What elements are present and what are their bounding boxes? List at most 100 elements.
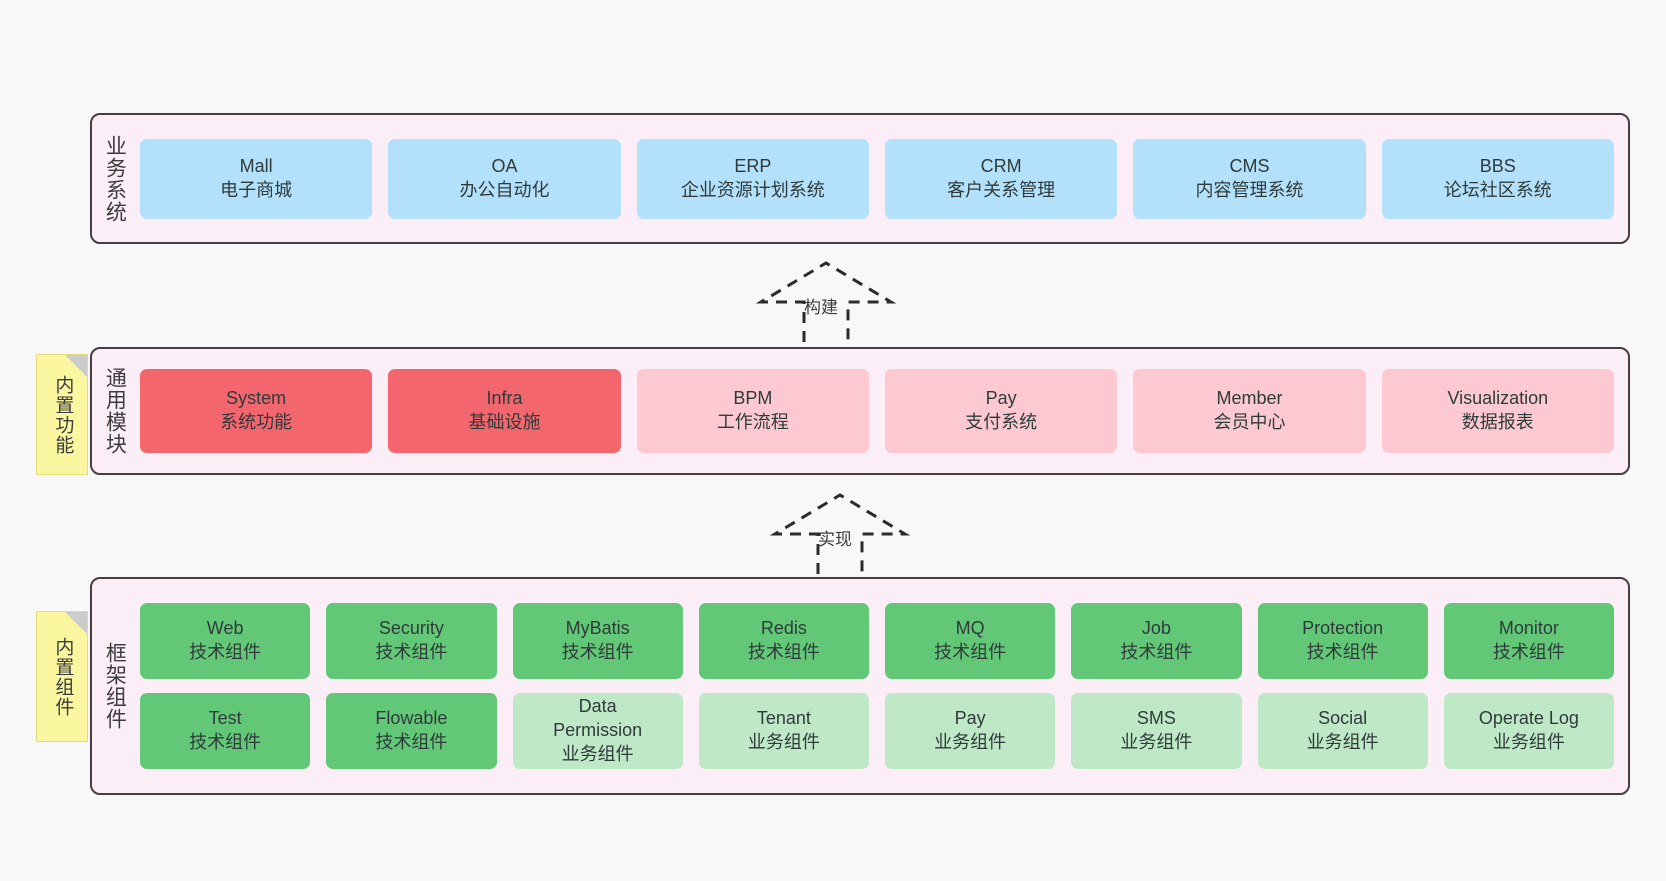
card-title-en: BPM bbox=[733, 388, 773, 409]
card-title-cn: 办公自动化 bbox=[459, 179, 550, 200]
layer-common-modules: 通用模块 System 系统功能 Infra 基础设施 BPM 工作流程 Pay… bbox=[90, 347, 1630, 475]
card-security[interactable]: Security 技术组件 bbox=[326, 603, 497, 679]
card-title-en: Test bbox=[208, 708, 242, 729]
card-title-en: Member bbox=[1216, 388, 1283, 409]
layer-business-systems: 业务系统 Mall 电子商城 OA 办公自动化 ERP 企业资源计划系统 CRM… bbox=[90, 113, 1630, 244]
card-title-cn: 技术组件 bbox=[561, 642, 634, 662]
card-title-cn: 业务组件 bbox=[934, 732, 1007, 752]
card-title-cn: 技术组件 bbox=[1120, 642, 1193, 662]
layer-framework-components: 框架组件 Web 技术组件 Security 技术组件 MyBatis 技术组件… bbox=[90, 577, 1630, 795]
card-title-cn: 技术组件 bbox=[934, 642, 1007, 662]
implement-arrow-label: 实现 bbox=[818, 530, 852, 549]
card-title-en: System bbox=[226, 388, 287, 409]
folded-corner-icon bbox=[65, 355, 87, 377]
card-title-en: Tenant bbox=[756, 708, 811, 729]
card-title-en: MyBatis bbox=[565, 618, 630, 639]
card-monitor[interactable]: Monitor 技术组件 bbox=[1443, 603, 1614, 679]
card-title-cn: 业务组件 bbox=[1120, 732, 1193, 752]
card-title-en: Redis bbox=[760, 618, 807, 639]
card-title-en: Monitor bbox=[1498, 618, 1559, 639]
card-mybatis[interactable]: MyBatis 技术组件 bbox=[512, 603, 683, 679]
card-title-cn: 基础设施 bbox=[468, 412, 541, 432]
card-row: Web 技术组件 Security 技术组件 MyBatis 技术组件 Redi… bbox=[140, 603, 1614, 679]
card-title-cn: 业务组件 bbox=[747, 732, 820, 752]
card-social[interactable]: Social 业务组件 bbox=[1257, 693, 1428, 769]
card-infra[interactable]: Infra 基础设施 bbox=[388, 369, 621, 453]
card-mall[interactable]: Mall 电子商城 bbox=[140, 138, 373, 219]
card-title-cn: 电子商城 bbox=[220, 179, 293, 200]
card-protection[interactable]: Protection 技术组件 bbox=[1257, 603, 1428, 679]
card-title-en: Infra bbox=[486, 388, 523, 409]
card-row: Mall 电子商城 OA 办公自动化 ERP 企业资源计划系统 CRM 客户关系… bbox=[140, 138, 1614, 219]
sticky-note-label: 内置功能 bbox=[52, 374, 74, 455]
build-arrow: 构建 bbox=[755, 258, 906, 348]
card-title-cn: 工作流程 bbox=[716, 412, 789, 432]
card-cms[interactable]: CMS 内容管理系统 bbox=[1133, 138, 1366, 219]
layer-title-framework-components: 框架组件 bbox=[103, 642, 127, 730]
card-title-cn: 技术组件 bbox=[375, 642, 448, 662]
card-pay-component[interactable]: Pay 业务组件 bbox=[885, 693, 1056, 769]
card-title-cn: 内容管理系统 bbox=[1195, 179, 1304, 200]
card-title-cn: 技术组件 bbox=[747, 642, 820, 662]
implement-arrow: 实现 bbox=[769, 490, 920, 580]
card-title-en: CRM bbox=[980, 155, 1022, 176]
card-title-cn: 技术组件 bbox=[375, 732, 448, 752]
card-title-cn: 业务组件 bbox=[561, 743, 634, 764]
card-title-en: Protection bbox=[1302, 618, 1384, 639]
card-mq[interactable]: MQ 技术组件 bbox=[885, 603, 1056, 679]
card-erp[interactable]: ERP 企业资源计划系统 bbox=[636, 138, 869, 219]
card-title-en: OA bbox=[491, 155, 518, 176]
card-title-cn: 客户关系管理 bbox=[947, 179, 1056, 200]
card-redis[interactable]: Redis 技术组件 bbox=[698, 603, 869, 679]
card-title-en: SMS bbox=[1136, 708, 1176, 729]
card-sms[interactable]: SMS 业务组件 bbox=[1071, 693, 1242, 769]
card-member[interactable]: Member 会员中心 bbox=[1133, 369, 1366, 453]
card-row: Test 技术组件 Flowable 技术组件 Data Permission … bbox=[140, 693, 1614, 769]
card-operate-log[interactable]: Operate Log 业务组件 bbox=[1443, 693, 1614, 769]
card-oa[interactable]: OA 办公自动化 bbox=[388, 138, 621, 219]
sticky-note-builtin-features: 内置功能 bbox=[36, 354, 88, 475]
card-crm[interactable]: CRM 客户关系管理 bbox=[884, 138, 1118, 219]
layer-title-business-systems: 业务系统 bbox=[103, 134, 127, 223]
card-system[interactable]: System 系统功能 bbox=[140, 369, 373, 453]
card-title-en: Flowable bbox=[375, 708, 448, 729]
card-job[interactable]: Job 技术组件 bbox=[1071, 603, 1242, 679]
layer-body-common-modules: System 系统功能 Infra 基础设施 BPM 工作流程 Pay 支付系统… bbox=[136, 349, 1628, 473]
card-title-en: Social bbox=[1318, 708, 1368, 729]
build-arrow-label: 构建 bbox=[804, 298, 838, 317]
card-title-cn: 技术组件 bbox=[189, 732, 262, 752]
card-bbs[interactable]: BBS 论坛社区系统 bbox=[1381, 138, 1614, 219]
build-arrow-icon bbox=[755, 261, 897, 342]
card-title-en: Pay bbox=[985, 388, 1017, 409]
card-title-cn: 系统功能 bbox=[220, 412, 293, 432]
layer-title-common-modules: 通用模块 bbox=[103, 367, 127, 455]
card-title-cn: 企业资源计划系统 bbox=[680, 179, 825, 200]
card-title-en: Operate Log bbox=[1478, 708, 1579, 729]
layer-body-business-systems: Mall 电子商城 OA 办公自动化 ERP 企业资源计划系统 CRM 客户关系… bbox=[136, 115, 1628, 242]
card-pay-module[interactable]: Pay 支付系统 bbox=[884, 369, 1118, 453]
card-web[interactable]: Web 技术组件 bbox=[140, 603, 311, 679]
card-title-en: Pay bbox=[954, 708, 986, 729]
card-title-en: CMS bbox=[1229, 155, 1270, 176]
card-title-cn: 技术组件 bbox=[1306, 642, 1379, 662]
card-title-en: Visualization bbox=[1447, 388, 1549, 409]
card-row: System 系统功能 Infra 基础设施 BPM 工作流程 Pay 支付系统… bbox=[140, 369, 1614, 453]
card-title-en: Job bbox=[1141, 618, 1171, 639]
card-title-en: ERP bbox=[734, 155, 772, 176]
card-visualization[interactable]: Visualization 数据报表 bbox=[1381, 369, 1614, 453]
card-title-cn: 论坛社区系统 bbox=[1443, 179, 1552, 200]
card-title-cn: 业务组件 bbox=[1306, 732, 1379, 752]
card-title-en: Security bbox=[378, 618, 444, 639]
card-data-permission[interactable]: Data Permission 业务组件 bbox=[512, 693, 683, 769]
card-test[interactable]: Test 技术组件 bbox=[140, 693, 311, 769]
sticky-note-builtin-components: 内置组件 bbox=[36, 611, 88, 742]
card-title-cn: 数据报表 bbox=[1461, 412, 1534, 432]
card-title-en: Mall bbox=[239, 155, 273, 176]
card-title-cn: 技术组件 bbox=[189, 642, 262, 662]
card-flowable[interactable]: Flowable 技术组件 bbox=[326, 693, 497, 769]
implement-arrow-icon bbox=[769, 493, 911, 574]
card-tenant[interactable]: Tenant 业务组件 bbox=[698, 693, 869, 769]
layer-body-framework-components: Web 技术组件 Security 技术组件 MyBatis 技术组件 Redi… bbox=[136, 579, 1628, 793]
card-bpm[interactable]: BPM 工作流程 bbox=[636, 369, 869, 453]
